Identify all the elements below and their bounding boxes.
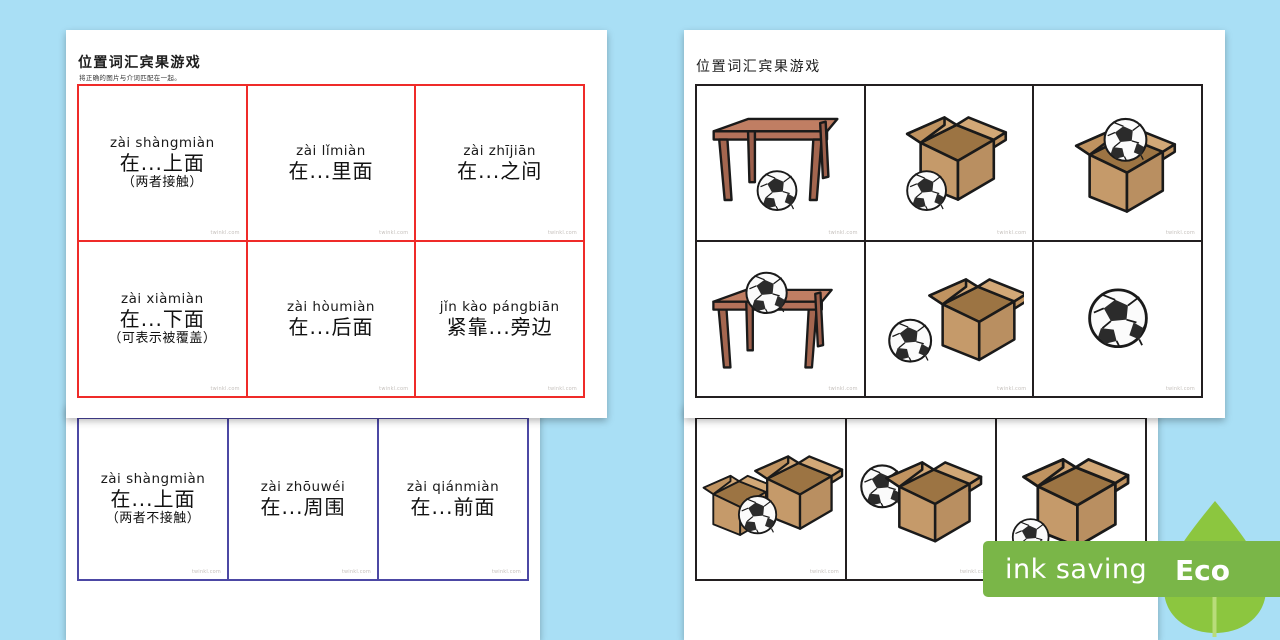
ball-alone-illustration xyxy=(1087,288,1148,349)
watermark: twinkl.com xyxy=(547,230,577,236)
picture-card[interactable]: twinkl.com xyxy=(1032,240,1203,398)
ball-beside-box-illustration xyxy=(888,278,1024,363)
watermark: twinkl.com xyxy=(828,386,858,392)
card-pinyin: zài xiàmiàn xyxy=(120,291,204,308)
left-page-title: 位置词汇宾果游戏 xyxy=(78,55,202,71)
card-hanzi: 在...周围 xyxy=(260,495,346,519)
card-hanzi: 在...前面 xyxy=(410,495,496,519)
watermark: twinkl.com xyxy=(341,569,371,575)
card-hanzi: 在...上面 xyxy=(119,151,205,176)
card-pinyin: zài shàngmiàn xyxy=(110,135,215,152)
ball-under-table-illustration xyxy=(712,117,839,212)
ball-behind-box-illustration xyxy=(860,461,983,543)
picture-card[interactable]: twinkl.com xyxy=(695,417,847,581)
ink-saving-label: ink saving xyxy=(1005,553,1148,585)
watermark: twinkl.com xyxy=(547,386,577,392)
card-pinyin: zài qiánmiàn xyxy=(406,479,500,495)
picture-card[interactable]: twinkl.com xyxy=(863,240,1035,398)
watermark: twinkl.com xyxy=(809,569,839,575)
picture-card[interactable]: twinkl.com xyxy=(845,417,997,581)
ball-on-table-illustration xyxy=(712,271,834,369)
watermark: twinkl.com xyxy=(959,569,989,575)
card-hanzi: 紧靠...旁边 xyxy=(446,315,553,339)
eco-label: Eco xyxy=(1175,554,1230,587)
card-pinyin: zài lǐmiàn xyxy=(296,143,366,159)
box-with-ball-illustration xyxy=(1011,458,1130,555)
card-hanzi: 在...上面 xyxy=(110,487,196,512)
right-front-card-grid: twinkl.com twinkl.com twinkl.com twinkl.com… xyxy=(695,84,1203,398)
picture-card[interactable]: twinkl.com xyxy=(863,84,1035,242)
watermark: twinkl.com xyxy=(1165,386,1195,392)
watermark: twinkl.com xyxy=(1165,230,1195,236)
card-hanzi: 在...里面 xyxy=(288,159,374,183)
card-pinyin: zài zhōuwéi xyxy=(260,479,346,495)
card-pinyin: jǐn kào pángbiān xyxy=(439,299,560,315)
card-hanzi: 在...之间 xyxy=(457,159,543,183)
eco-badge: ink saving Eco xyxy=(983,541,1280,597)
left-page-subtitle: 将正确的图片与介词匹配在一起。 xyxy=(79,74,181,82)
ball-in-front-of-box-illustration xyxy=(905,116,1008,212)
card-note: （可表示被覆盖） xyxy=(108,331,217,347)
watermark: twinkl.com xyxy=(997,386,1027,392)
picture-card[interactable]: twinkl.com xyxy=(695,240,866,398)
card-pinyin: zài shàngmiàn xyxy=(100,471,206,488)
picture-card[interactable]: twinkl.com xyxy=(695,84,866,242)
watermark: twinkl.com xyxy=(491,569,521,575)
ball-inside-box-illustration xyxy=(1074,117,1176,213)
ball-between-two-boxes-illustration xyxy=(702,455,844,536)
card-note: （两者不接触） xyxy=(105,511,201,527)
card-pinyin: zài hòumiàn xyxy=(286,299,375,315)
watermark: twinkl.com xyxy=(210,386,240,392)
watermark: twinkl.com xyxy=(210,230,240,236)
watermark: twinkl.com xyxy=(828,230,858,236)
card-pinyin: zài zhījiān xyxy=(463,143,536,159)
card-hanzi: 在...后面 xyxy=(288,315,374,339)
watermark: twinkl.com xyxy=(379,230,409,236)
right-page-title: 位置词汇宾果游戏 xyxy=(696,59,821,75)
picture-card[interactable]: twinkl.com xyxy=(1032,84,1203,242)
watermark: twinkl.com xyxy=(191,569,221,575)
card-hanzi: 在...下面 xyxy=(119,307,205,332)
card-note: （两者接触） xyxy=(121,175,203,191)
watermark: twinkl.com xyxy=(997,230,1027,236)
watermark: twinkl.com xyxy=(379,386,409,392)
